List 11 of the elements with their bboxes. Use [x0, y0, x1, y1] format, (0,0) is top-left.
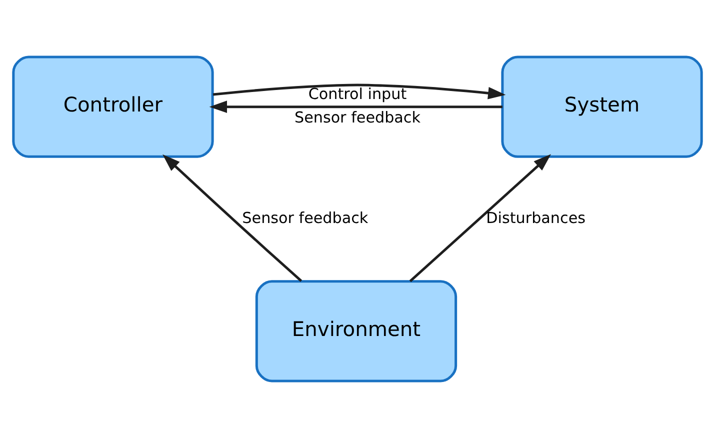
edge-label: Disturbances — [486, 208, 586, 227]
node-box: System — [501, 56, 703, 158]
arrow — [212, 84, 506, 100]
node-box: Controller — [12, 56, 214, 158]
edge-label: Control input — [308, 84, 407, 103]
arrow — [409, 154, 552, 282]
arrow — [162, 154, 302, 282]
edge-label: Sensor feedback — [294, 108, 421, 127]
edge-label: Sensor feedback — [242, 208, 368, 227]
arrow — [209, 100, 502, 114]
node-box: Environment — [255, 280, 458, 382]
